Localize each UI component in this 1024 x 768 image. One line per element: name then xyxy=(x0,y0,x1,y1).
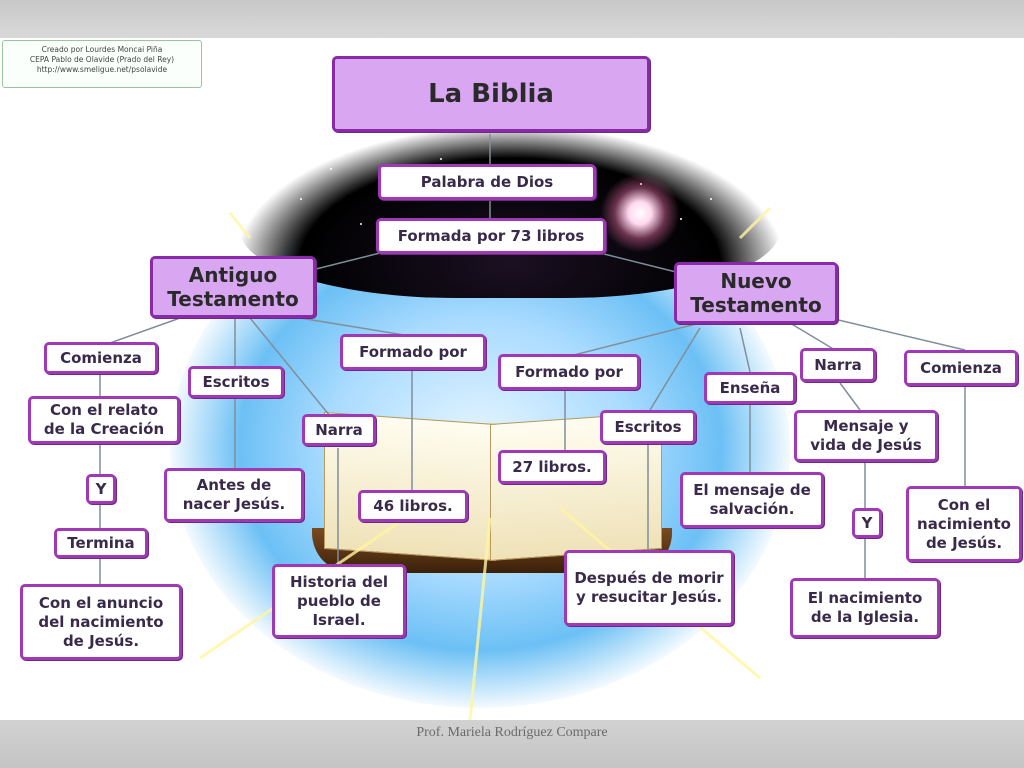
node-nt-mensaje-text: El mensaje de salvación. xyxy=(693,481,811,518)
node-at-antes: Antes de nacer Jesús. xyxy=(164,468,304,522)
node-title-text: La Biblia xyxy=(428,79,554,109)
node-nt-mensaje-vida-text: Mensaje y vida de Jesús xyxy=(810,417,922,454)
node-title: La Biblia xyxy=(332,56,650,132)
node-nt-mensaje-vida: Mensaje y vida de Jesús xyxy=(794,410,938,462)
node-nt-nacimiento: Con el nacimiento de Jesús. xyxy=(906,486,1022,562)
node-nt-comienza: Comienza xyxy=(904,350,1018,386)
node-at-46-libros: 46 libros. xyxy=(358,490,468,522)
node-at-historia-text: Historia del pueblo de Israel. xyxy=(289,572,389,629)
node-at-escritos-text: Escritos xyxy=(202,372,270,391)
node-nt-despues-text: Después de morir y resucitar Jesús. xyxy=(574,569,724,606)
connector-lines xyxy=(99,134,966,720)
node-at-formado-text: Formado por xyxy=(359,342,467,361)
node-nt-narra: Narra xyxy=(800,348,876,382)
node-at-escritos: Escritos xyxy=(188,366,284,398)
node-at-historia: Historia del pueblo de Israel. xyxy=(272,564,406,638)
node-at-anuncio: Con el anuncio del nacimiento de Jesús. xyxy=(20,584,182,660)
node-nt-formado-por: Formado por xyxy=(498,354,640,390)
node-nt-narra-text: Narra xyxy=(814,355,862,374)
node-at-narra-text: Narra xyxy=(315,420,363,439)
node-at-y-text: Y xyxy=(95,479,107,498)
node-at-libros-text: 46 libros. xyxy=(373,496,453,515)
credit-line-1: Creado por Lourdes Moncai Piña xyxy=(41,45,163,54)
node-formada-73: Formada por 73 libros xyxy=(376,218,606,254)
node-formada-text: Formada por 73 libros xyxy=(397,226,585,245)
credit-box: Creado por Lourdes Moncai Piña CEPA Pabl… xyxy=(2,40,202,88)
diagram-canvas: Creado por Lourdes Moncai Piña CEPA Pabl… xyxy=(0,38,1024,720)
node-nuevo-text: Nuevo Testamento xyxy=(690,269,822,317)
node-at-anuncio-text: Con el anuncio del nacimiento de Jesús. xyxy=(38,593,164,650)
node-at-relato: Con el relato de la Creación xyxy=(28,396,180,444)
node-antiguo-text: Antiguo Testamento xyxy=(167,263,299,311)
node-palabra-text: Palabra de Dios xyxy=(420,172,554,191)
node-nt-formado-text: Formado por xyxy=(515,362,623,381)
bottom-bar xyxy=(0,720,1024,768)
node-palabra-de-dios: Palabra de Dios xyxy=(378,164,596,200)
node-at-formado-por: Formado por xyxy=(340,334,486,370)
node-at-narra: Narra xyxy=(302,414,376,446)
node-nt-27-libros: 27 libros. xyxy=(498,450,606,484)
node-nt-nacimiento-text: Con el nacimiento de Jesús. xyxy=(917,495,1011,552)
node-nt-mensaje: El mensaje de salvación. xyxy=(680,472,824,528)
node-at-comienza-text: Comienza xyxy=(60,348,142,367)
node-nt-y: Y xyxy=(852,508,882,538)
node-nt-ensena: Enseña xyxy=(704,372,796,404)
node-at-relato-text: Con el relato de la Creación xyxy=(43,401,165,438)
credit-line-3: http://www.smeligue.net/psolavide xyxy=(36,65,168,74)
node-nt-libros-text: 27 libros. xyxy=(512,457,592,476)
node-at-y: Y xyxy=(86,474,116,504)
node-at-antes-text: Antes de nacer Jesús. xyxy=(182,476,286,513)
node-nt-ensena-text: Enseña xyxy=(719,378,781,397)
node-at-comienza: Comienza xyxy=(44,342,158,374)
footer-credit: Prof. Mariela Rodríguez Compare xyxy=(416,725,608,740)
starburst xyxy=(600,173,680,253)
node-nt-escritos: Escritos xyxy=(600,410,696,444)
node-nt-escritos-text: Escritos xyxy=(614,417,682,436)
node-at-termina-text: Termina xyxy=(67,533,135,552)
top-bar xyxy=(0,0,1024,38)
node-nt-despues: Después de morir y resucitar Jesús. xyxy=(564,550,734,626)
node-nt-y-text: Y xyxy=(861,513,873,532)
node-nt-iglesia-text: El nacimiento de la Iglesia. xyxy=(807,589,923,626)
node-antiguo-testamento: Antiguo Testamento xyxy=(150,256,316,318)
node-nt-iglesia: El nacimiento de la Iglesia. xyxy=(790,578,940,638)
node-at-termina: Termina xyxy=(54,528,148,558)
node-nuevo-testamento: Nuevo Testamento xyxy=(674,262,838,324)
node-nt-comienza-text: Comienza xyxy=(920,358,1002,377)
credit-line-2: CEPA Pablo de Olavide (Prado del Rey) xyxy=(29,55,175,64)
